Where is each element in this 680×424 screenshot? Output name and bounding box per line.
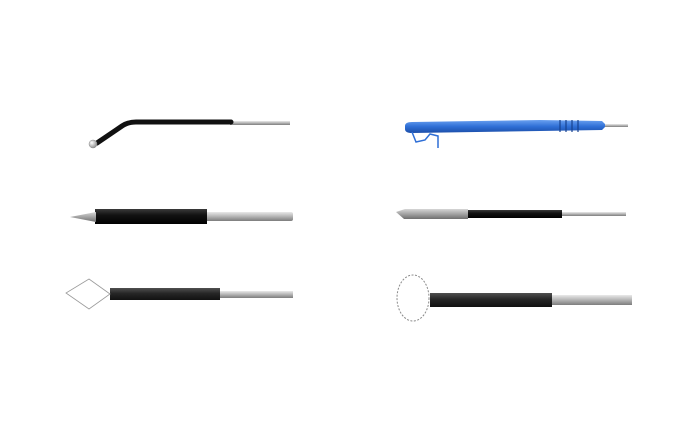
electrode-sleeve <box>95 209 207 224</box>
electrode-sleeve <box>468 210 562 218</box>
diamond-loop-electrode <box>65 278 293 310</box>
round-loop-icon <box>396 274 430 322</box>
electrode-shaft <box>218 291 293 298</box>
blue-pencil-handle <box>405 120 628 148</box>
bent-ball-electrode <box>88 119 290 149</box>
electrode-shaft <box>604 124 628 127</box>
diamond-loop-icon <box>65 278 111 310</box>
round-loop-electrode <box>396 274 632 322</box>
handle-body <box>405 120 605 133</box>
blade-electrode <box>396 209 626 219</box>
handle-grip-ridges <box>559 120 579 132</box>
needle-tip-icon <box>70 212 96 222</box>
electrode-shaft <box>205 212 293 221</box>
needle-electrode <box>70 209 293 224</box>
handle-cable-clip <box>411 131 439 148</box>
electrode-shaft <box>560 212 626 216</box>
electrode-shaft <box>230 121 290 125</box>
electrode-sleeve <box>94 119 234 146</box>
electrode-sleeve <box>430 293 552 307</box>
ball-tip-icon <box>88 139 98 149</box>
electrode-sleeve <box>110 288 220 300</box>
electrode-shaft <box>550 295 632 305</box>
blade-tip-icon <box>396 209 468 219</box>
